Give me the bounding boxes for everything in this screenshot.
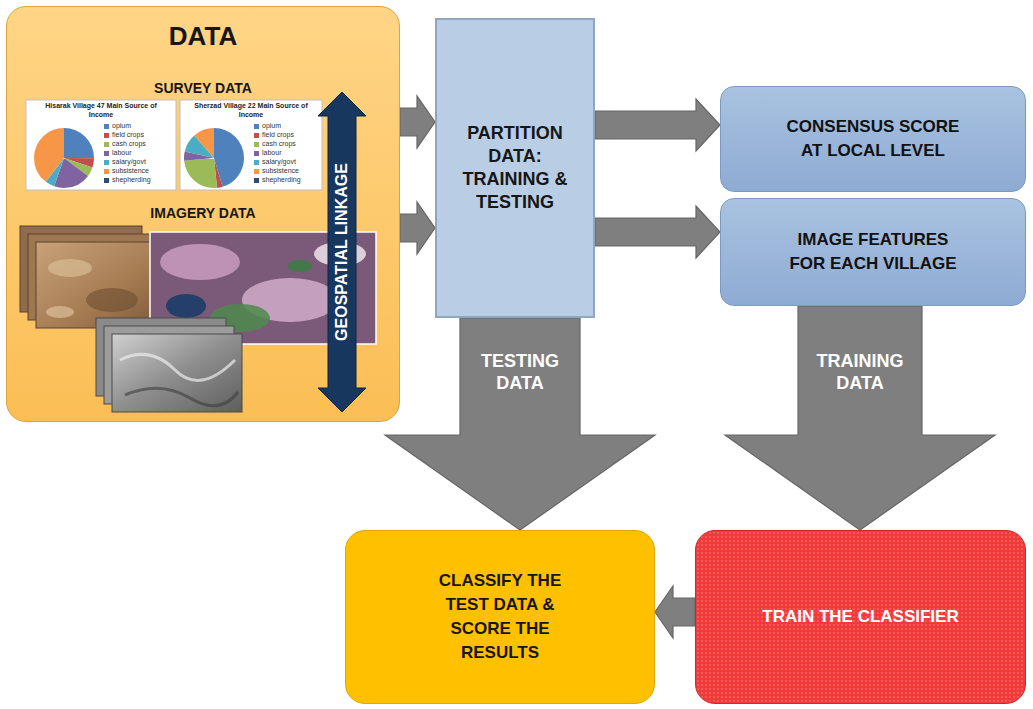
block-arrow	[725, 306, 995, 530]
legend-text: salary/govt	[262, 158, 296, 166]
legend-entry: labour	[104, 149, 131, 157]
legend-text: subsistence	[112, 167, 149, 175]
legend-entry: field crops	[104, 131, 144, 139]
chart-title: Hisarak Village 47 Main Source of Income	[36, 102, 166, 119]
box-heading: SURVEY DATA	[154, 79, 252, 97]
legend-entry: shepherding	[104, 176, 151, 184]
process-box: TRAIN THE CLASSIFIER	[695, 530, 1026, 704]
block-arrow	[595, 99, 720, 151]
legend-text: subsistence	[262, 167, 299, 175]
legend-text: cash crops	[262, 140, 296, 148]
legend-text: salary/govt	[112, 158, 146, 166]
legend-swatch	[104, 160, 109, 165]
block-arrow	[400, 202, 435, 254]
box-title: DATA	[169, 21, 237, 51]
block-arrow	[385, 318, 655, 530]
legend-entry: labour	[254, 149, 281, 157]
legend-swatch	[104, 124, 109, 129]
legend-text: opium	[112, 122, 131, 130]
legend-entry: shepherding	[254, 176, 301, 184]
box-title: CONSENSUS SCORE AT LOCAL LEVEL	[781, 115, 966, 163]
block-arrow	[655, 586, 695, 638]
legend-entry: subsistence	[104, 167, 149, 175]
chart-title: Sherzad Village 22 Main Source of Income	[186, 102, 316, 119]
legend-text: field crops	[262, 131, 294, 139]
legend-swatch	[104, 169, 109, 174]
legend-text: cash crops	[112, 140, 146, 148]
legend-swatch	[254, 142, 259, 147]
axis-label: GEOSPATIAL LINKAGE	[332, 132, 352, 372]
box-title: CLASSIFY THE TEST DATA & SCORE THE RESUL…	[433, 569, 568, 665]
legend-swatch	[254, 151, 259, 156]
legend-swatch	[254, 133, 259, 138]
process-box: IMAGE FEATURES FOR EACH VILLAGE	[720, 198, 1026, 306]
box-heading: IMAGERY DATA	[150, 204, 255, 222]
legend-text: shepherding	[112, 176, 151, 184]
legend-text: labour	[262, 149, 281, 157]
legend-entry: cash crops	[104, 140, 146, 148]
legend-entry: subsistence	[254, 167, 299, 175]
legend-entry: salary/govt	[254, 158, 296, 166]
edge-label: TESTING DATA	[465, 350, 575, 394]
legend-swatch	[104, 151, 109, 156]
process-box: PARTITION DATA: TRAINING & TESTING	[435, 18, 595, 318]
legend-entry: cash crops	[254, 140, 296, 148]
edge-label: TRAINING DATA	[805, 350, 915, 394]
legend-swatch	[104, 133, 109, 138]
legend-text: opium	[262, 122, 281, 130]
block-arrow	[595, 206, 720, 258]
process-box: CLASSIFY THE TEST DATA & SCORE THE RESUL…	[345, 530, 655, 704]
legend-swatch	[104, 142, 109, 147]
legend-text: field crops	[112, 131, 144, 139]
legend-entry: field crops	[254, 131, 294, 139]
legend-text: labour	[112, 149, 131, 157]
data-panel: DATA SURVEY DATA IMAGERY DATA	[6, 6, 400, 422]
legend-swatch	[254, 178, 259, 183]
legend-swatch	[104, 178, 109, 183]
legend-swatch	[254, 169, 259, 174]
legend-swatch	[254, 160, 259, 165]
legend-text: shepherding	[262, 176, 301, 184]
box-title: TRAIN THE CLASSIFIER	[762, 605, 958, 629]
legend-swatch	[254, 124, 259, 129]
block-arrow	[400, 96, 435, 148]
legend-entry: opium	[254, 122, 281, 130]
box-title: PARTITION DATA: TRAINING & TESTING	[451, 122, 579, 214]
box-title: IMAGE FEATURES FOR EACH VILLAGE	[781, 228, 966, 276]
legend-entry: opium	[104, 122, 131, 130]
process-box: CONSENSUS SCORE AT LOCAL LEVEL	[720, 86, 1026, 192]
legend-entry: salary/govt	[104, 158, 146, 166]
